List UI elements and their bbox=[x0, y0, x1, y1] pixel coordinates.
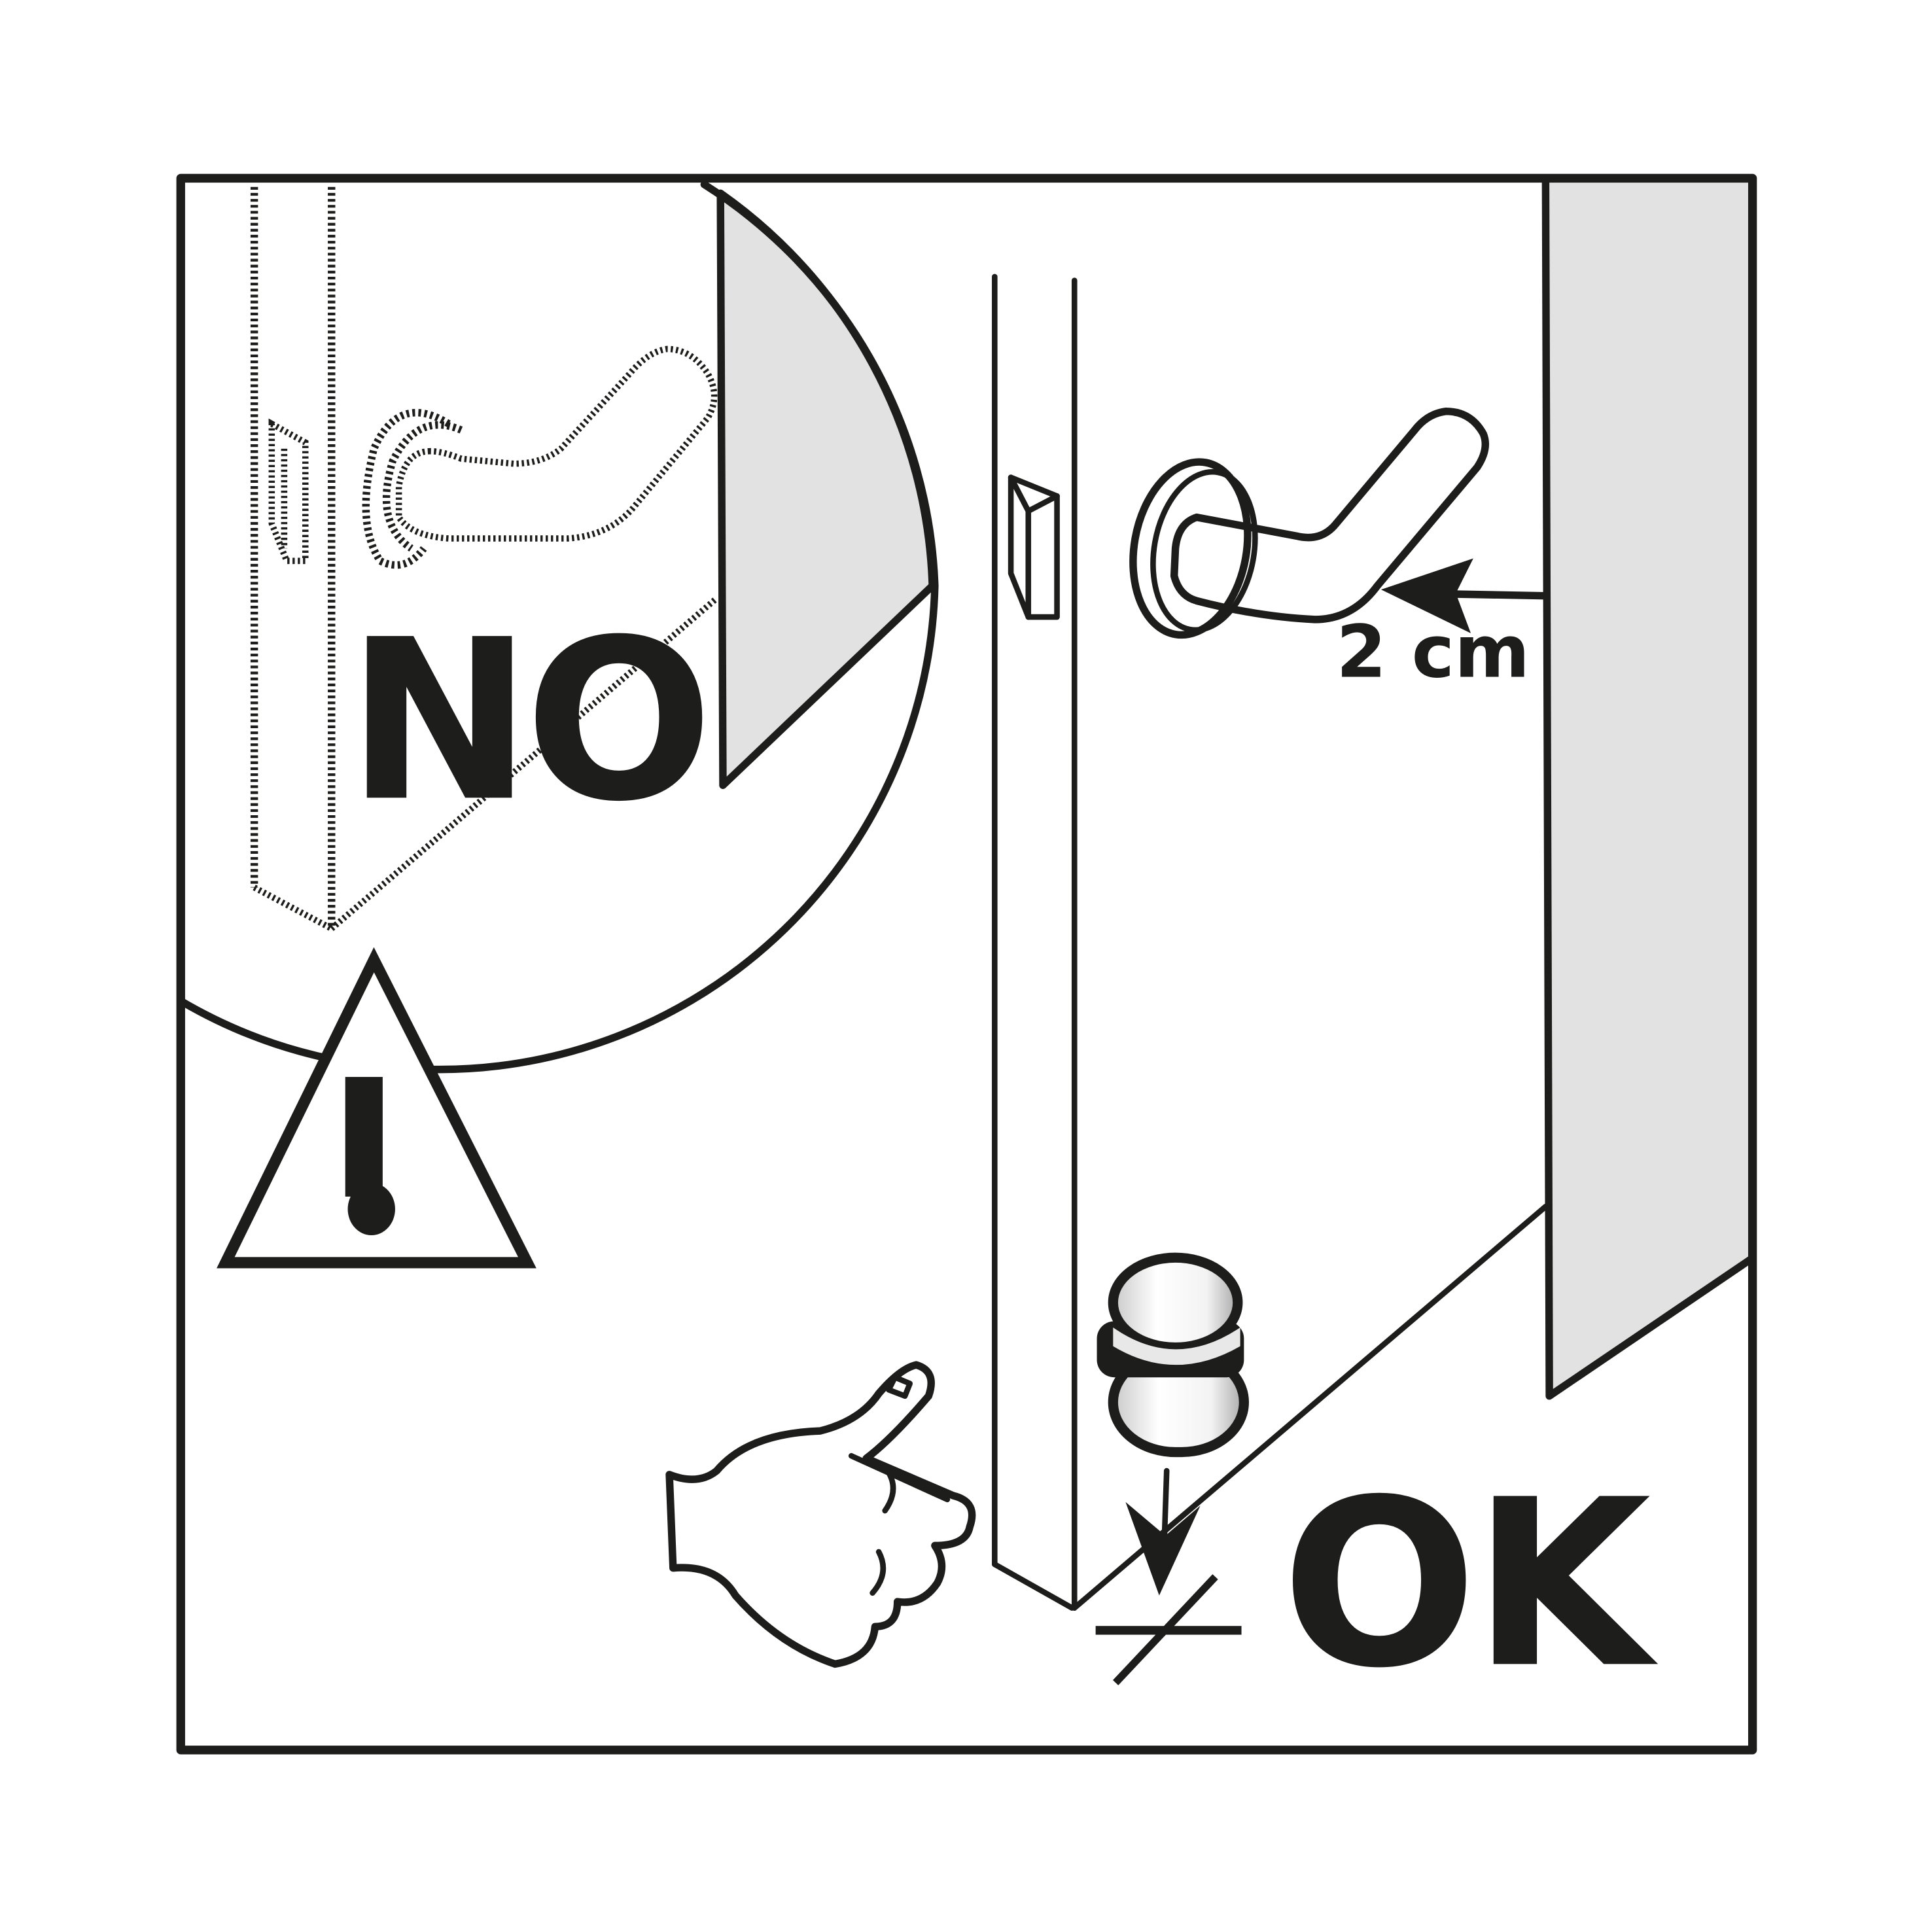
incorrect-label: NO bbox=[347, 591, 706, 850]
door-handle-icon bbox=[1129, 407, 1489, 639]
hidden-door-dotted bbox=[250, 186, 719, 932]
door-stopper-icon bbox=[1097, 1252, 1249, 1458]
door bbox=[992, 273, 1078, 1611]
outer-frame bbox=[176, 173, 1757, 1755]
exclamation-dot bbox=[347, 1182, 395, 1236]
warning-triangle-icon bbox=[217, 947, 536, 1269]
exclamation-bar bbox=[345, 1077, 383, 1197]
pointing-hand-icon bbox=[665, 1361, 976, 1668]
right-wall bbox=[1541, 178, 1755, 1400]
door-latch-icon bbox=[1008, 474, 1060, 620]
floor-mount-icon bbox=[1095, 1467, 1242, 1685]
distance-arrow-icon bbox=[1380, 558, 1550, 633]
correct-label: OK bbox=[1282, 1450, 1660, 1719]
measurement-label: 2 cm bbox=[1336, 610, 1530, 695]
